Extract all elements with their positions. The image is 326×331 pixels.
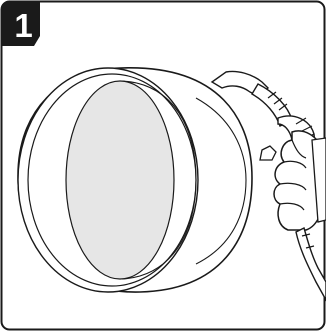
step-number: 1: [9, 8, 38, 44]
end-cap-disc: [66, 81, 174, 279]
ring-illustration: [18, 68, 252, 292]
